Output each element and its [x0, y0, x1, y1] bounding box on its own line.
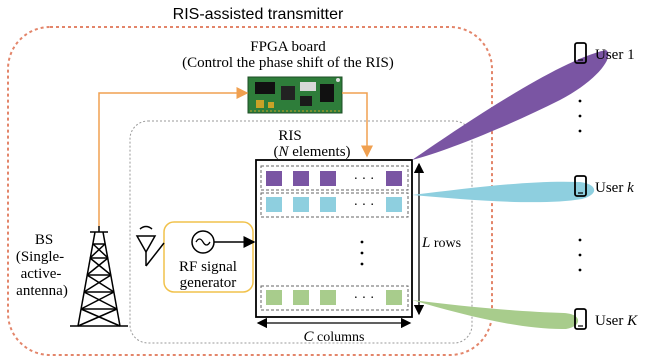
- rows-label: L rows: [421, 235, 461, 251]
- ris-row-2-frame: [260, 192, 409, 218]
- ris-element: [293, 171, 309, 186]
- ris-element: [386, 171, 402, 186]
- ris-subtitle: (N elements): [273, 144, 350, 160]
- ris-boundary: [129, 120, 473, 344]
- ris-element: [293, 290, 309, 305]
- beam-user-K: [412, 300, 579, 330]
- fpga-board-image: [247, 76, 343, 114]
- phone-icon: [574, 175, 587, 197]
- ris-row-dots: · · ·: [354, 172, 375, 187]
- phone-icon: [574, 42, 587, 64]
- transmitter-boundary: [7, 26, 493, 356]
- ris-element: [293, 197, 309, 212]
- bs-to-fpga-arrow: [98, 87, 249, 226]
- sine-source-icon: [191, 230, 215, 254]
- fpga-title: FPGA board: [250, 39, 326, 55]
- beam-user-1: [412, 50, 609, 160]
- ris-row-dots: · · ·: [354, 291, 375, 306]
- ris-element: [320, 171, 336, 186]
- bs-label-line2: (Single-: [16, 249, 64, 265]
- bs-label-line1: BS: [35, 232, 53, 248]
- beam-user-k: [412, 181, 595, 203]
- bs-label-line3: active-: [21, 266, 62, 282]
- antenna-icon: [135, 225, 157, 266]
- user-K-label: User K: [595, 313, 638, 329]
- rf-to-antenna-line: [145, 242, 165, 267]
- ris-element: [386, 290, 402, 305]
- rf-label-line1: RF signal: [179, 259, 237, 275]
- ris-vertical-ellipsis: [360, 240, 364, 266]
- ris-element: [266, 171, 282, 186]
- fpga-to-ris-arrow: [342, 92, 373, 158]
- ris-row-1-frame: [260, 165, 409, 191]
- bs-label-line4: antenna): [16, 283, 68, 299]
- ris-element: [320, 197, 336, 212]
- bs-tower-icon: [70, 226, 128, 327]
- ris-title: RIS: [278, 128, 301, 144]
- ris-element: [320, 290, 336, 305]
- user-1-label: User 1: [595, 47, 635, 63]
- ris-element: [266, 197, 282, 212]
- rf-generator-box: [163, 221, 254, 293]
- columns-label: C columns: [304, 329, 365, 345]
- ris-row-dots: · · ·: [354, 198, 375, 213]
- phone-icon: [574, 308, 587, 330]
- ris-element: [266, 290, 282, 305]
- ris-row-L-frame: [260, 285, 409, 311]
- transmitter-title: RIS-assisted transmitter: [173, 6, 344, 23]
- ris-element: [386, 197, 402, 212]
- users-ellipsis-lower: [578, 238, 582, 272]
- users-ellipsis-upper: [578, 99, 582, 133]
- user-k-label: User k: [595, 180, 634, 196]
- fpga-subtitle: (Control the phase shift of the RIS): [182, 55, 394, 71]
- rf-label-line2: generator: [180, 275, 237, 291]
